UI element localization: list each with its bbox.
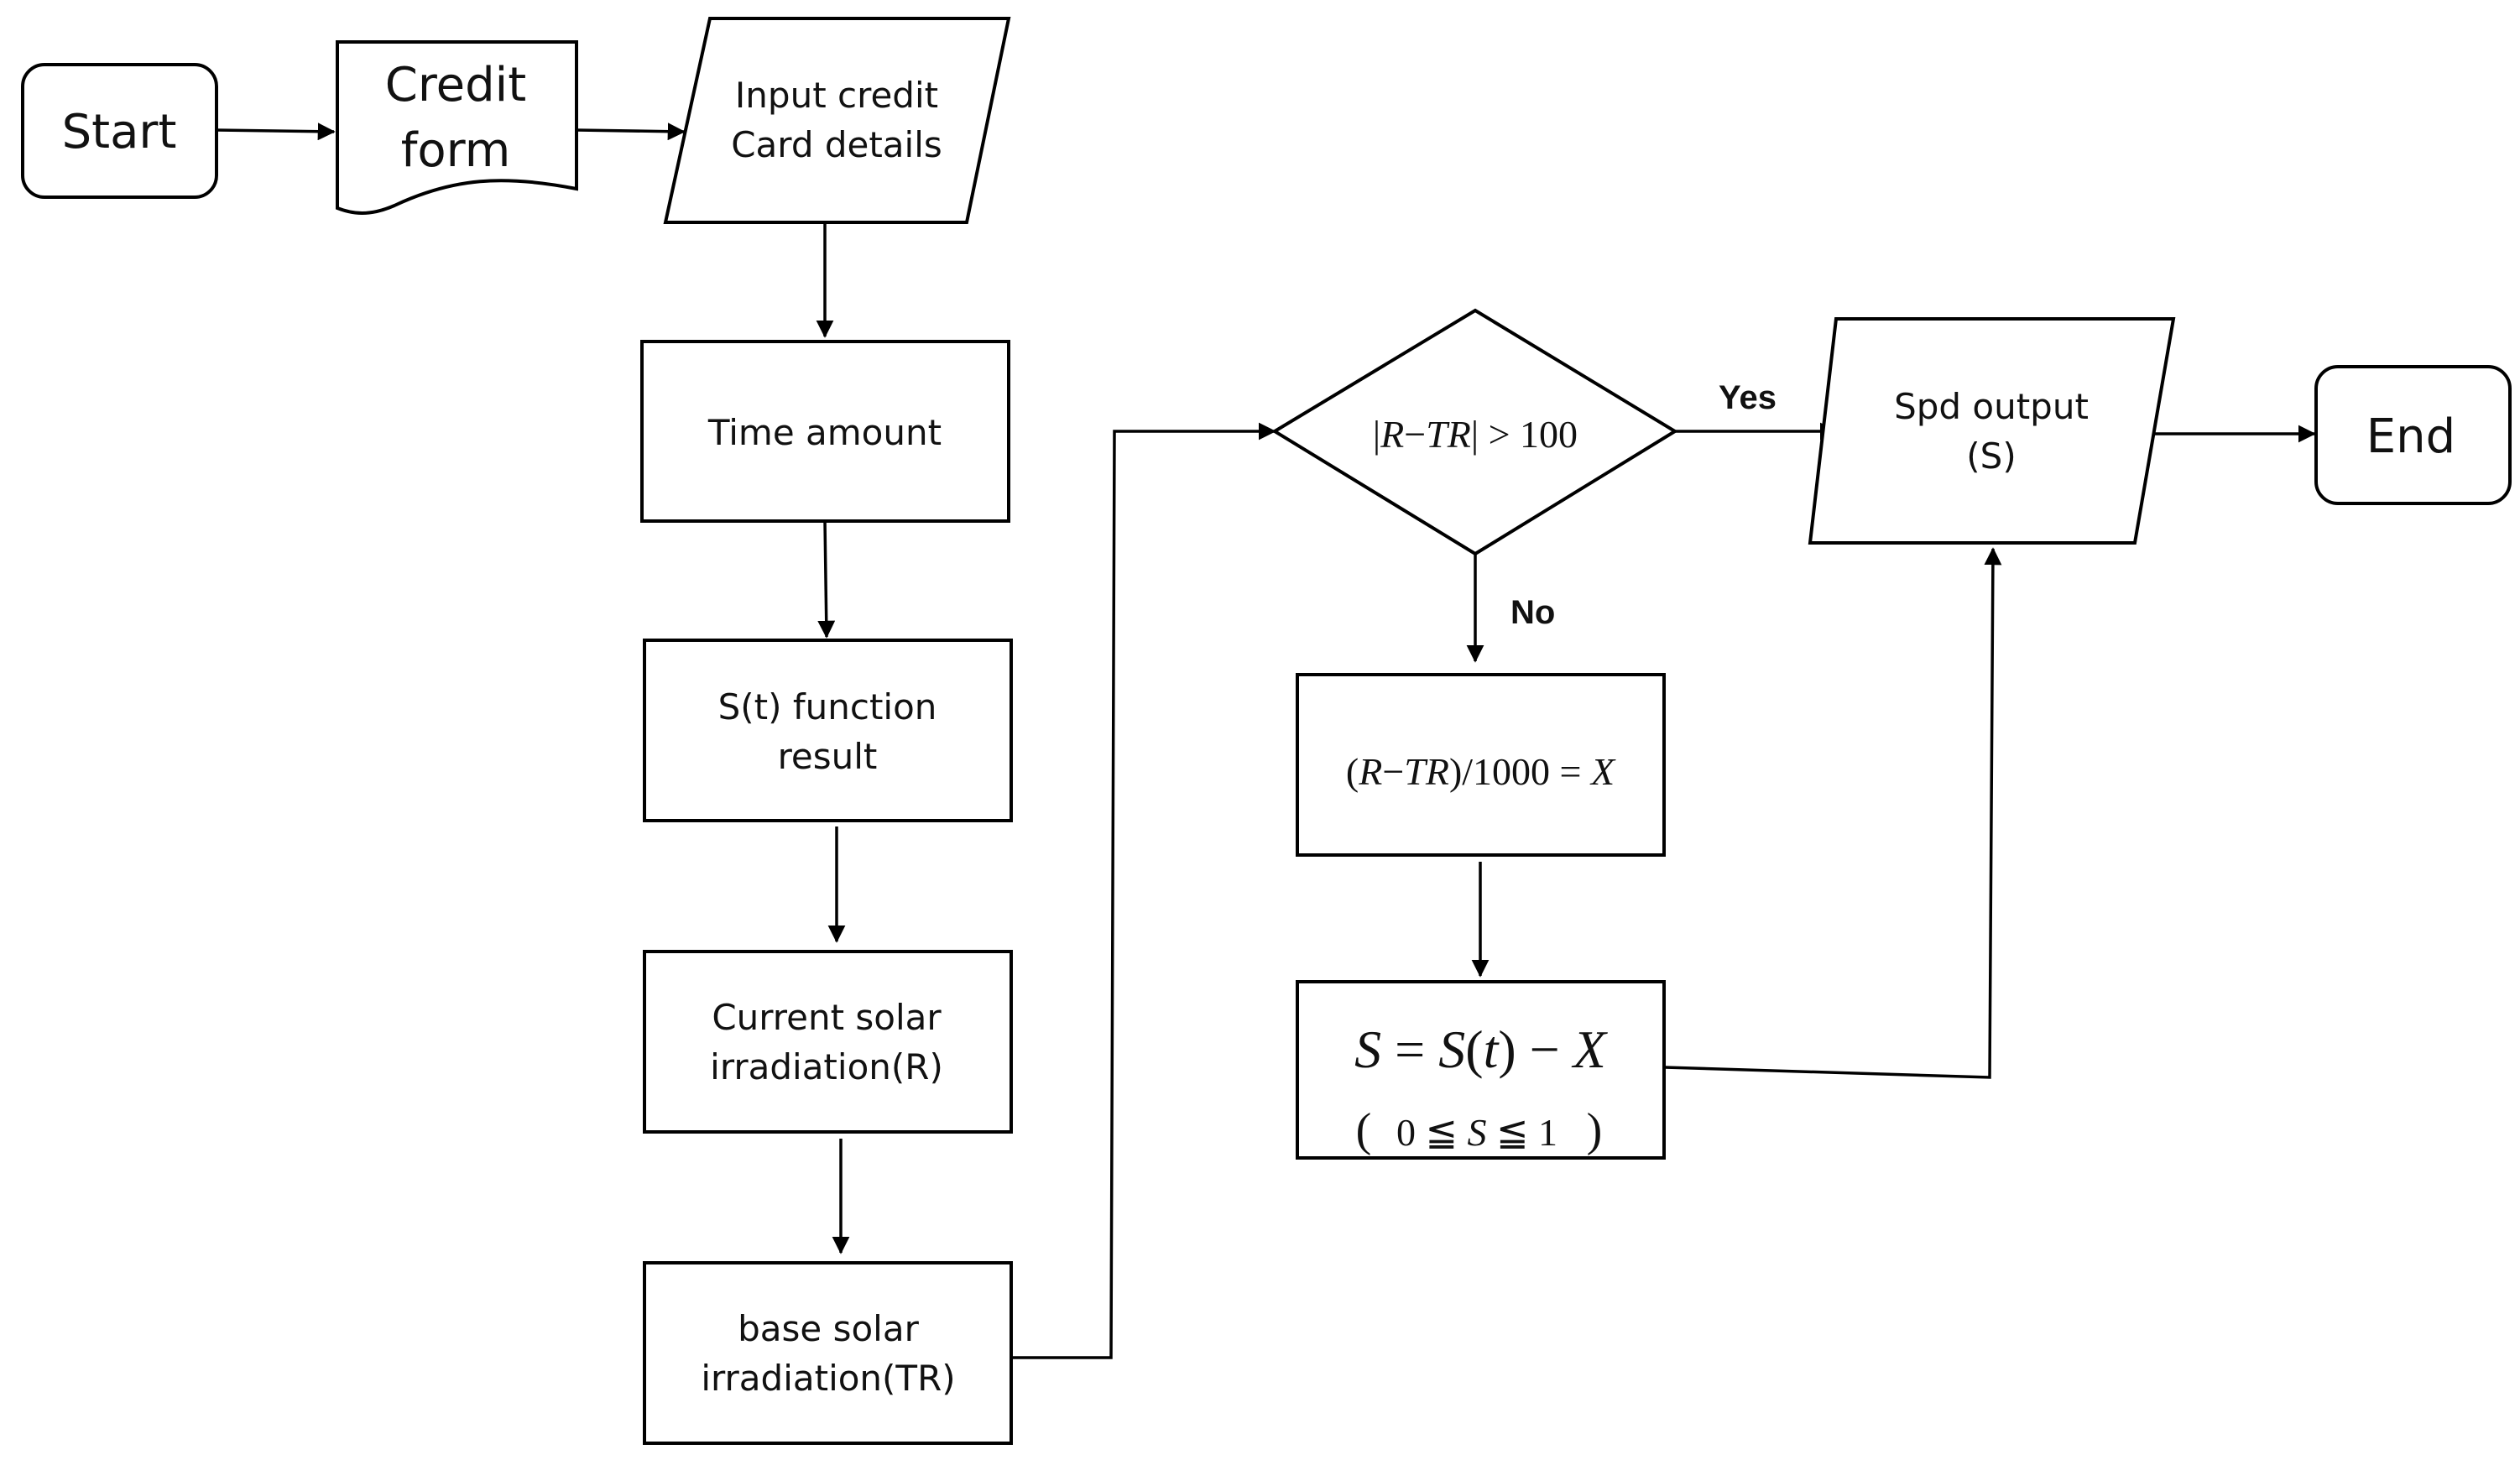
compute-s-range: 0 ≦ S ≦ 1 [1396,1111,1557,1154]
compute-s-range-hi: ≦ 1 [1487,1111,1558,1154]
base-solar-line2: irradiation(TR) [701,1358,955,1399]
time-amount-box [640,340,1010,523]
base-solar-box [643,1261,1013,1445]
start-node: Start [21,63,218,199]
end-label: End [2366,409,2455,464]
current-solar-line1: Current solar [712,997,942,1038]
base-solar-node: base solar irradiation(TR) [643,1261,1013,1445]
compute-x-rest: )/1000 = [1449,750,1591,793]
compute-x-minus: − [1382,750,1404,793]
yes-label: Yes [1719,379,1777,416]
st-function-box [643,639,1013,822]
compute-s-formula: S = S(t) − X [1354,1019,1609,1079]
st-function-line2: result [778,736,878,777]
end-terminator [2314,365,2512,505]
edges: Yes No [216,123,2316,1359]
decision-op: > 100 [1479,413,1578,456]
decision-bar-left: | [1373,413,1380,456]
edge-base-solar-to-decision [1013,422,1276,1359]
edge-time-amount-to-st-function [817,520,836,639]
time-amount-node: Time amount [640,340,1010,523]
input-card-node: Input credit Card details [663,17,1011,224]
compute-x-tr: TR [1404,750,1449,793]
end-node: End [2314,365,2512,505]
spd-output-parallelogram [1808,317,2176,545]
compute-s-range-s: S [1468,1111,1487,1154]
decision-r: R [1380,413,1404,456]
decision-bar-right: | [1471,413,1479,456]
st-function-node: S(t) function result [643,639,1013,822]
compute-s-box [1296,980,1666,1160]
time-amount-label: Time amount [707,412,942,453]
compute-x-node: (R−TR)/1000 = X [1296,673,1666,857]
compute-x-x: X [1589,750,1616,793]
compute-s-range-lo: 0 ≦ [1396,1111,1468,1154]
decision-condition: |R−TR| > 100 [1373,413,1578,456]
compute-s-x: X [1571,1019,1609,1079]
credit-form-line1: Credit [385,58,526,112]
credit-form-node: Credit form [336,40,578,215]
edge-credit-form-to-input-card [576,123,686,141]
edge-compute-s-to-spd-output [1664,547,2002,1079]
input-card-line2: Card details [731,124,942,165]
spd-output-line1: Spd output [1894,386,2089,427]
no-label: No [1510,594,1555,631]
compute-x-box [1296,673,1666,857]
compute-s-s2: S [1438,1019,1465,1079]
current-solar-line2: irradiation(R) [710,1046,943,1087]
compute-s-t: t [1484,1019,1500,1079]
current-solar-node: Current solar irradiation(R) [643,950,1013,1134]
edge-start-to-credit-form [216,123,336,141]
decision-minus: − [1404,413,1426,456]
input-card-line1: Input credit [735,75,938,116]
decision-node: |R−TR| > 100 [1271,308,1678,556]
compute-s-close: ) [1498,1019,1516,1079]
spd-output-line2: (S) [1966,435,2016,477]
compute-s-range-open: ( [1356,1104,1372,1156]
compute-s-range-close: ) [1587,1104,1603,1156]
compute-s-open: ( [1465,1019,1483,1079]
input-card-parallelogram [663,17,1011,224]
start-label: Start [62,105,177,159]
base-solar-line1: base solar [738,1308,919,1349]
credit-form-line2: form [401,123,511,178]
compute-x-r: R [1358,750,1382,793]
spd-output-node: Spd output (S) [1808,317,2176,545]
compute-s-node: S = S(t) − X ( 0 ≦ S ≦ 1 ) [1296,980,1666,1160]
st-function-line1: S(t) function [718,686,937,727]
credit-form-document-shape [336,40,578,215]
decision-tr: TR [1426,413,1471,456]
compute-x-open: ( [1346,750,1359,793]
compute-x-formula: (R−TR)/1000 = X [1346,750,1616,793]
decision-diamond [1271,308,1678,556]
current-solar-box [643,950,1013,1134]
compute-s-s1: S [1354,1019,1381,1079]
compute-s-eq: = [1381,1019,1438,1079]
compute-s-minus: − [1516,1019,1573,1079]
start-terminator [21,63,218,199]
